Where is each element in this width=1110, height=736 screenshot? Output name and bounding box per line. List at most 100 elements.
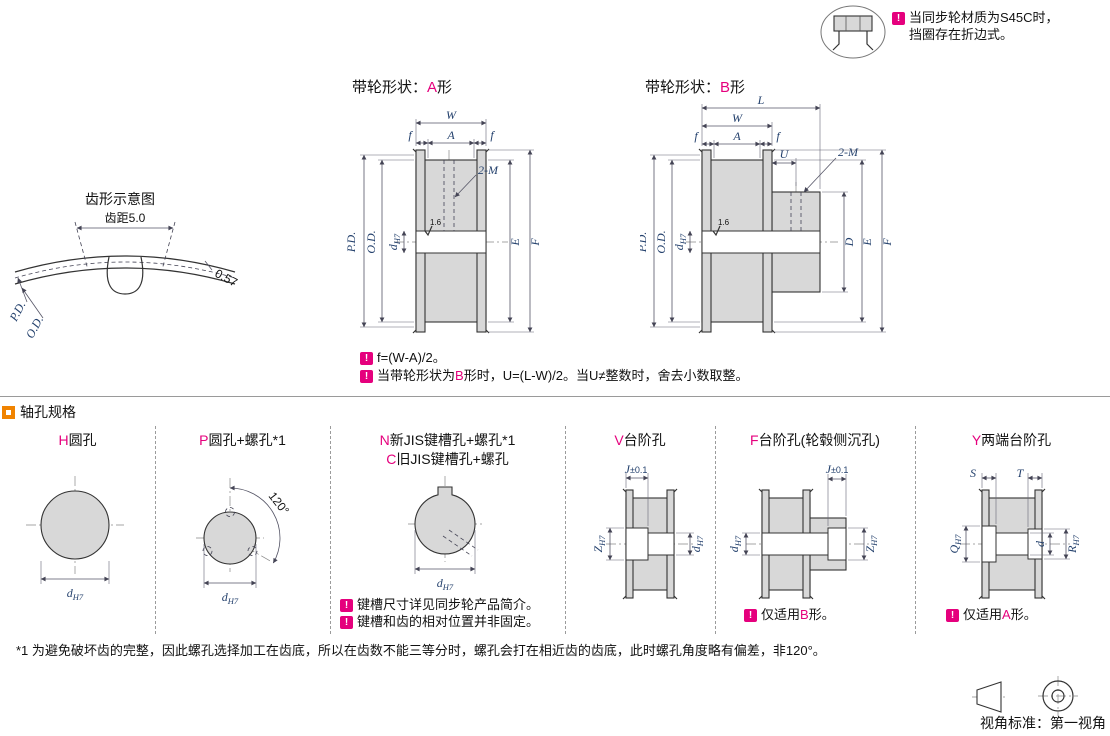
- keyway-note-1: !键槽尺寸详见同步轮产品简介。: [340, 594, 539, 613]
- info-icon: !: [744, 609, 757, 622]
- note-u-code: B: [455, 368, 464, 383]
- bore-y-drawing: S T QH7 d RH7: [947, 466, 1081, 600]
- dim-bore: dH7: [222, 590, 239, 606]
- bore-code-f: F: [750, 432, 759, 448]
- dim-bore: dH7: [689, 535, 705, 552]
- tooth-pd-label: P.D.: [6, 299, 28, 325]
- material-note-line2: 挡圈存在折边式。: [909, 27, 1014, 42]
- flanged-pulley-icon: [820, 5, 886, 59]
- dim-a: A: [446, 128, 455, 142]
- dim-od: O.D.: [364, 230, 378, 253]
- bore-label-p: 圆孔+螺孔*1: [208, 432, 286, 448]
- info-icon: !: [340, 599, 353, 612]
- keyway-note-2-text: 键槽和齿的相对位置并非固定。: [357, 614, 540, 629]
- surface-ra: 1.6: [430, 218, 442, 227]
- bore-col-p-title: P圆孔+螺孔*1: [155, 430, 330, 450]
- bore-label-y: 两端台阶孔: [981, 432, 1052, 448]
- pulley-b-drawing: L W f A f U 2-M P.D. O.D. dH7 1.6 D E F: [640, 96, 894, 334]
- projection-standard-label: 视角标准：第一视角: [980, 715, 1106, 731]
- only-a-note: !仅适用A形。: [946, 604, 1037, 623]
- bore-code-p: P: [199, 432, 209, 448]
- bore-col-f-title: F台阶孔(轮毂侧沉孔): [715, 430, 915, 450]
- bore-code-y: Y: [971, 432, 982, 448]
- section-divider: [0, 396, 1110, 397]
- column-separator: [915, 426, 916, 634]
- column-separator: [155, 426, 156, 634]
- info-icon: !: [360, 352, 373, 365]
- dim-j: J±0.1: [625, 464, 648, 476]
- dim-a: A: [732, 129, 741, 143]
- shape-a-code: A: [427, 79, 438, 96]
- dim-z: ZH7: [591, 535, 607, 553]
- note-f-text: f=(W-A)/2。: [377, 350, 446, 365]
- only-b-note: ! 仅适用B形。: [744, 604, 835, 623]
- bore-label-f: 台阶孔(轮毂侧沉孔): [758, 432, 880, 448]
- dim-f-dia: F: [880, 238, 894, 247]
- info-icon: !: [360, 370, 373, 383]
- bore-col-c-title: C旧JIS键槽孔+螺孔: [330, 449, 565, 469]
- only-b-code: B: [800, 607, 809, 622]
- projection-circle-icon: [1038, 676, 1078, 716]
- dim-bore: dH7: [67, 586, 84, 602]
- dim-f-dia: F: [528, 238, 542, 247]
- projection-cone-icon: [972, 681, 1008, 713]
- shape-b-suffix: 形: [730, 79, 746, 96]
- tooth-depth-label: 0.57: [213, 266, 240, 289]
- dim-e: E: [860, 238, 874, 247]
- material-note-line1: 当同步轮材质为S45C时，: [909, 10, 1059, 25]
- info-icon: !: [340, 616, 353, 629]
- material-note: ! 当同步轮材质为S45C时， 挡圈存在折边式。: [892, 9, 1108, 43]
- dim-z: ZH7: [863, 535, 879, 553]
- dim-bore: dH7: [386, 233, 402, 250]
- shape-b-code: B: [720, 79, 731, 96]
- footnote: *1 为避免破坏齿的完整，因此螺孔选择加工在齿底，所以在齿数不能三等分时，螺孔会…: [16, 643, 826, 658]
- dim-bore: d: [1033, 540, 1047, 547]
- bore-col-h-title: H圆孔: [0, 430, 155, 450]
- bore-v-drawing: J±0.1 ZH7 dH7: [591, 464, 705, 600]
- only-a-post: 形。: [1010, 607, 1037, 622]
- dim-120deg: 120°: [266, 489, 292, 517]
- only-a-pre: 仅适用: [963, 607, 1003, 622]
- dim-2m: 2-M: [478, 163, 499, 177]
- dim-u: U: [780, 147, 790, 161]
- dim-f-left: f: [408, 128, 413, 142]
- bore-code-n: N: [379, 432, 390, 448]
- keyway-note-2: ! 键槽和齿的相对位置并非固定。: [340, 611, 539, 630]
- bore-section-title: 轴孔规格: [20, 404, 76, 420]
- section-bullet-icon: [2, 405, 15, 419]
- dim-od: O.D.: [654, 230, 668, 253]
- dim-bore: dH7: [437, 576, 454, 592]
- bore-label-h: 圆孔: [68, 432, 97, 448]
- pulley-a-drawing: W f A f 2-M P.D. O.D. dH7 1.6 E F: [344, 108, 542, 334]
- only-b-post: 形。: [808, 607, 835, 622]
- dim-pd: P.D.: [344, 232, 358, 253]
- dim-f-left: f: [694, 129, 699, 143]
- dim-r: RH7: [1065, 534, 1081, 553]
- pulley-shape-a-label: 带轮形状：A形: [352, 76, 452, 97]
- only-b-pre: 仅适用: [761, 607, 801, 622]
- shape-a-suffix: 形: [437, 79, 453, 96]
- column-separator: [565, 426, 566, 634]
- tooth-profile-title: 齿形示意图: [85, 191, 155, 207]
- bore-col-n-title: N新JIS键槽孔+螺孔*1: [330, 430, 565, 450]
- dim-s: S: [970, 466, 976, 480]
- info-icon: !: [892, 12, 905, 25]
- dim-w: W: [732, 111, 743, 125]
- bore-label-n: 新JIS键槽孔+螺孔*1: [389, 432, 516, 448]
- dim-bore: dH7: [727, 535, 743, 552]
- tooth-pitch-label: 齿距5.0: [105, 211, 146, 225]
- dim-t: T: [1017, 466, 1025, 480]
- shape-a-prefix: 带轮形状：: [352, 79, 428, 96]
- bore-nc-drawing: dH7: [408, 476, 482, 592]
- bore-h-drawing: dH7: [26, 476, 124, 602]
- dim-pd: P.D.: [640, 232, 649, 253]
- shape-b-prefix: 带轮形状：: [645, 79, 721, 96]
- tooth-profile-drawing: 齿距5.0 0.57 P.D. O.D.: [6, 211, 240, 341]
- note-u-post: 形时，U=(L-W)/2。当U≠整数时，舍去小数取整。: [463, 368, 749, 383]
- bore-label-c: 旧JIS键槽孔+螺孔: [396, 451, 509, 467]
- note-u-pre: 当带轮形状为: [377, 368, 456, 383]
- bore-f-drawing: J±0.1 dH7 ZH7: [727, 464, 879, 600]
- dim-w: W: [446, 108, 457, 122]
- bore-col-v-title: V台阶孔: [565, 430, 715, 450]
- only-a-code: A: [1002, 607, 1011, 622]
